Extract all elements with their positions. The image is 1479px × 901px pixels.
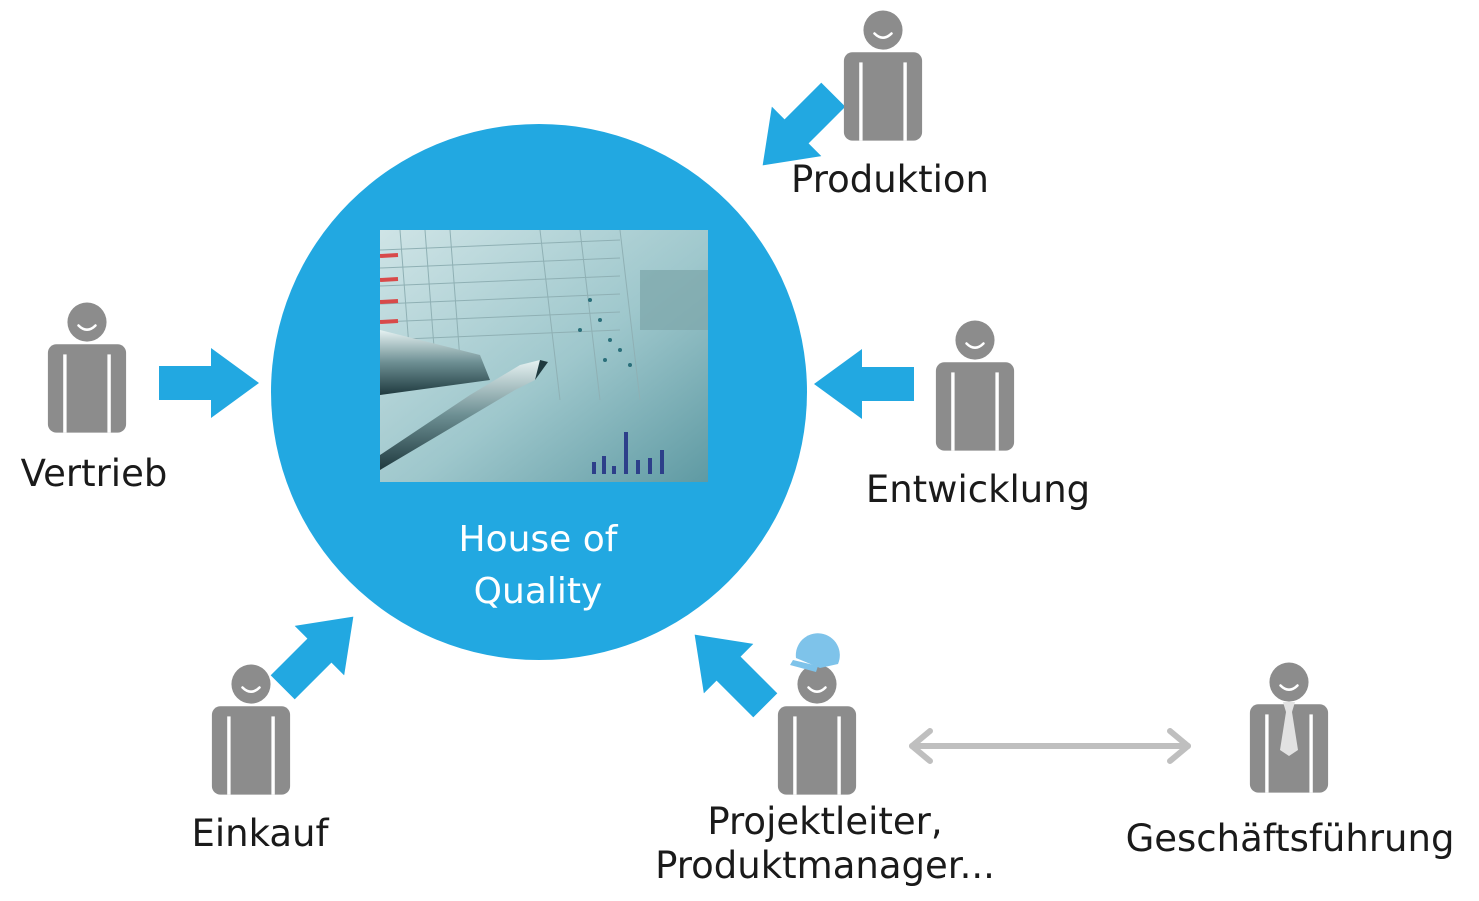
label-produktion: Produktion <box>791 158 989 201</box>
checklist-photo-icon <box>380 230 708 482</box>
label-einkauf: Einkauf <box>191 812 329 855</box>
label-vertrieb: Vertrieb <box>20 452 168 495</box>
label-geschaeftsfuehrung: Geschäftsführung <box>1125 817 1455 860</box>
person-icon-produktion <box>842 9 924 142</box>
double-arrow-icon <box>909 728 1191 764</box>
person-icon-entwicklung <box>934 319 1016 452</box>
person-icon-einkauf <box>210 663 292 796</box>
arrow-from-einkauf <box>257 591 379 713</box>
arrow-from-projektleiter <box>669 609 791 731</box>
center-title: House of Quality <box>458 519 618 612</box>
label-entwicklung: Entwicklung <box>865 468 1091 511</box>
label-projektleiter: Projektleiter, Produktmanager... <box>655 800 995 887</box>
person-icon-vertrieb <box>46 301 128 434</box>
person-with-cap-icon <box>776 633 858 796</box>
arrow-from-vertrieb <box>159 348 259 418</box>
arrow-from-entwicklung <box>814 349 914 419</box>
person-with-tie-icon <box>1248 661 1330 794</box>
